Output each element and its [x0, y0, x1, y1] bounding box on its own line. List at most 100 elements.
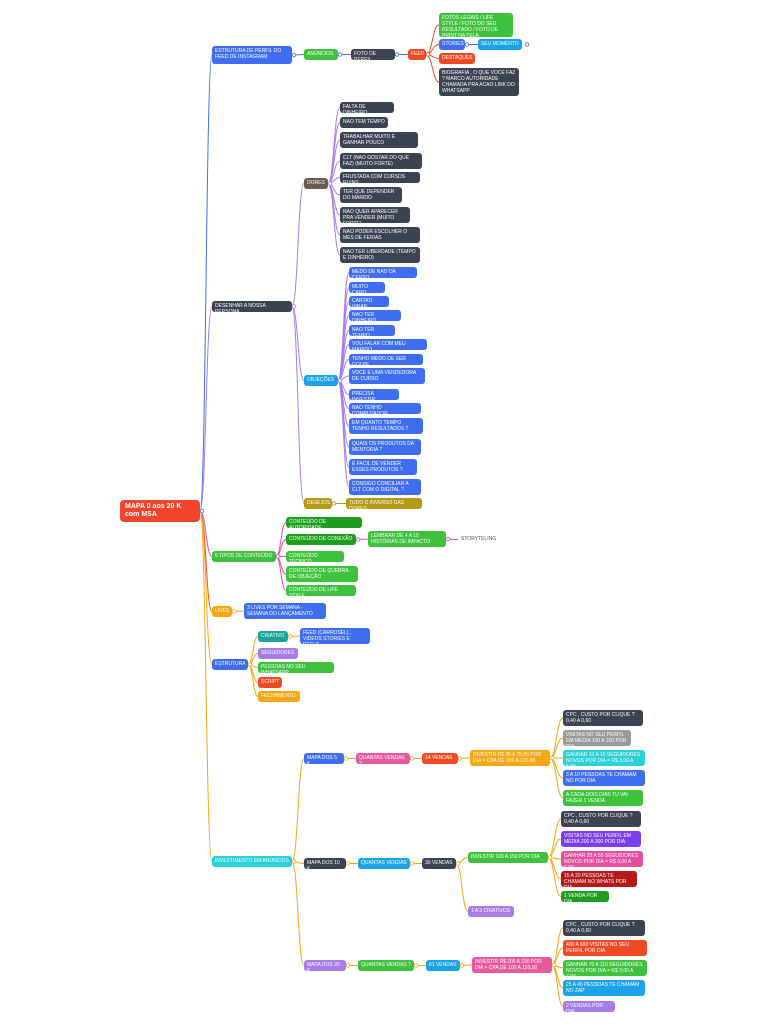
node-center[interactable]: MAPA 0 aos 20 K com MSA	[120, 500, 200, 522]
node-d5[interactable]: FRUSTADA COM CURSOS RUINS	[340, 172, 420, 183]
node-foto-perfil[interactable]: FOTO DE PERFIL	[351, 49, 395, 60]
node-tipos-conteudo[interactable]: 5 TIPOS DE CONTEÚDO	[212, 551, 276, 562]
node-qv1[interactable]: QUANTAS VENDAS ?	[356, 753, 410, 764]
node-o11[interactable]: EM QUANTO TEMPO TENHO RESULTADOS ?	[349, 418, 423, 434]
node-lives[interactable]: LIVES	[212, 606, 232, 617]
node-investimento[interactable]: INVESTIMENTO EM ANÚNCIOS	[212, 856, 292, 867]
expand-dot-qv2[interactable]	[409, 861, 415, 866]
expand-dot-seu-momento[interactable]	[524, 42, 530, 47]
node-m10d[interactable]: 15 A 20 PESSOAS TE CHAMAM NO WHATS POR D…	[561, 871, 637, 887]
node-m5a[interactable]: CPC , CUSTO POR CLIQUE ? 0,40 A 0,60	[563, 710, 643, 726]
node-o10[interactable]: NAO TENHO COMPUTADOR	[349, 403, 421, 414]
node-m20d[interactable]: 25 A 40 PESSOAS TE CHAMAM NO ZAP	[563, 980, 645, 996]
expand-dot-estrutura_perfil[interactable]	[291, 52, 297, 58]
node-mapa20[interactable]: MAPA DOS 20 K	[304, 960, 346, 971]
expand-dot-mapa5[interactable]	[343, 756, 349, 761]
expand-dot-dores[interactable]	[327, 181, 333, 186]
node-d8[interactable]: NAO PODER ESCOLHER O MES DE FERIAS	[340, 227, 420, 243]
node-lives-desc[interactable]: 3 LIVES POR SEMANA - SEMANA DO LANÇAMENT…	[244, 603, 326, 619]
node-o12[interactable]: QUAIS OS PRODUTOS DA MENTORIA ?	[349, 439, 421, 455]
node-dores[interactable]: DORES	[304, 178, 328, 189]
node-c1[interactable]: CONTEÚDO DE AUTORIDADE	[286, 517, 362, 528]
node-m10b[interactable]: VISITAS NO SEU PERFIL EM MEDIA 200 A 300…	[561, 831, 641, 847]
node-o4[interactable]: NAO TER DINHEIRO	[349, 310, 401, 321]
expand-dot-lembrar[interactable]	[445, 536, 451, 542]
node-c3[interactable]: CONTEÚDO TÉCNICO	[286, 551, 344, 562]
expand-dot-center[interactable]	[199, 508, 205, 514]
node-estrutura[interactable]: ESTRUTURA	[212, 659, 248, 670]
node-v30[interactable]: 30 VENDAS	[422, 858, 456, 869]
expand-dot-qv1[interactable]	[409, 756, 415, 761]
expand-dot-investimento[interactable]	[291, 859, 297, 864]
node-c4[interactable]: CONTEÚDO DE QUEBRA DE OBJEÇÃO	[286, 566, 358, 582]
node-script[interactable]: SCRIPT	[258, 677, 282, 688]
expand-dot-lives[interactable]	[231, 609, 237, 614]
node-m5d[interactable]: 3 A 10 PESSOAS TE CHAMAM NO POR DIA	[563, 770, 645, 786]
node-d9[interactable]: NAO TER LIBERDADE (TEMPO E DINHEIRO)	[340, 247, 420, 263]
node-m10a[interactable]: CPC , CUSTO POR CLIQUE ? 0,40 A 0,60	[561, 811, 641, 827]
node-qv2[interactable]: QUANTAS VENDAS	[358, 858, 410, 869]
node-o6[interactable]: VOU FALAR COM MEU MARIDO	[349, 339, 427, 350]
expand-dot-mapa10[interactable]	[345, 861, 351, 866]
expand-dot-v61[interactable]	[459, 963, 465, 968]
node-desejos[interactable]: DESEJOS	[304, 498, 332, 509]
node-mapa5[interactable]: MAPA DOS 5 K	[304, 753, 344, 764]
node-m20a[interactable]: CPC , CUSTO POR CLIQUE ? 0,40 A 0,60	[563, 920, 645, 936]
expand-dot-desenhar_persona[interactable]	[291, 304, 297, 309]
node-mapa10[interactable]: MAPA DOS 10 K	[304, 858, 346, 869]
node-o8[interactable]: VOCE E UMA VENDEDORA DE CURSO	[349, 368, 425, 384]
expand-dot-estrutura[interactable]	[247, 662, 253, 667]
node-desenhar-persona[interactable]: DESENHAR A NOSSA PERSONA	[212, 301, 292, 312]
expand-dot-feed[interactable]	[425, 52, 431, 57]
node-seguidores[interactable]: SEGUIDORES	[258, 648, 298, 659]
node-o3[interactable]: CARTAO VIRAR	[349, 296, 389, 307]
node-v14[interactable]: 14 VENDAS	[422, 753, 458, 764]
node-d2[interactable]: NAO TEM TEMPO	[340, 117, 388, 128]
node-c2[interactable]: CONTEÚDO DE CONEXÃO	[286, 534, 356, 545]
expand-dot-inv1[interactable]	[549, 755, 555, 761]
node-criativo-desc[interactable]: FEED (CARROSEL) , VIDEOS STORIES E REELS	[300, 628, 370, 644]
node-estrutura-perfil[interactable]: ESTRUTURA DE PERFIL DO FEED DE INSTAGRAM	[212, 46, 292, 64]
expand-dot-tipos_conteudo[interactable]	[275, 554, 281, 559]
node-pessoas-whats[interactable]: PESSOAS NO SEU WHATSAPP	[258, 662, 334, 673]
expand-dot-qv3[interactable]	[413, 963, 419, 968]
expand-dot-c2[interactable]	[355, 537, 361, 542]
node-v61[interactable]: 61 VENDAS	[426, 960, 460, 971]
expand-dot-v30[interactable]	[455, 861, 461, 866]
node-criativos[interactable]: 1 A 3 CRIATIVOS	[468, 906, 514, 917]
expand-dot-stories[interactable]	[464, 42, 470, 47]
node-objecoes[interactable]: OBJEÇÕES	[304, 375, 338, 386]
expand-dot-foto_perfil[interactable]	[394, 52, 400, 57]
node-storytelling[interactable]: STORYTELING	[461, 536, 497, 542]
expand-dot-inv2[interactable]	[547, 855, 553, 860]
expand-dot-desejos[interactable]	[331, 501, 337, 506]
node-o14[interactable]: CONSIGO CONCILIAR A CLT COM O DIGITAL ?	[349, 479, 421, 495]
node-o7[interactable]: TENHO MEDO DE SER GOLPE	[349, 354, 423, 365]
node-qv3[interactable]: QUANTAS VENDAS ?	[358, 960, 414, 971]
node-m5b[interactable]: VISITAS NO SEU PERFIL EM MEDIA 100 A 150…	[563, 730, 631, 746]
node-inv3[interactable]: INVESTIR R$ 200 A 230 POR DIA = CPA DE 1…	[472, 957, 552, 973]
node-m20b[interactable]: 400 A 600 VISITAS NO SEU PERFIL POR DIA	[563, 940, 647, 956]
node-feed[interactable]: FEED	[408, 49, 426, 60]
node-destaques[interactable]: DESTAQUES	[439, 53, 475, 64]
node-d6[interactable]: TER QUE DEPENDER DO MARIDO	[340, 187, 402, 203]
node-m20c[interactable]: GANHAR 70 A 110 SEGUIDORES NOVOS POR DIA…	[563, 960, 647, 976]
node-m5c[interactable]: GANHAR 10 A 15 SEGUIDORES NOVOS POR DIA …	[563, 750, 645, 766]
expand-dot-inv3[interactable]	[551, 962, 557, 968]
node-d4[interactable]: CLT (NAO GOSTAR DO QUE FAZ) (MUITO FORTE…	[340, 153, 422, 169]
expand-dot-anuncios[interactable]	[337, 52, 343, 57]
node-inv1[interactable]: INVESTIR R$ 35 A 75,00 POR DIA = CPA DE …	[470, 750, 550, 766]
expand-dot-criativo[interactable]	[287, 634, 293, 639]
expand-dot-v14[interactable]	[457, 756, 463, 761]
node-o5[interactable]: NAO TER TEMPO	[349, 325, 395, 336]
node-m20e[interactable]: 2 VENDAS POR DIA	[563, 1001, 615, 1012]
node-inv2[interactable]: INVESTIR 100 A 150 POR DIA	[468, 852, 548, 863]
node-o1[interactable]: MEDO DE NAO DA CERTO	[349, 267, 417, 278]
expand-dot-mapa20[interactable]	[345, 963, 351, 968]
node-m5e[interactable]: A CADA DOIS DIAS TU VAI FAZER 1 VENDA	[563, 790, 643, 806]
node-seu-momento[interactable]: SEU MOMENTO	[478, 39, 522, 50]
node-o9[interactable]: PRECISA INVESTIR	[349, 389, 399, 400]
node-c5[interactable]: CONTEÚDO DE LIFE STYLE	[286, 585, 356, 596]
node-fechamento[interactable]: FECHAMENTO	[258, 691, 300, 702]
node-m10e[interactable]: 1 VENDA POR DIA	[561, 891, 609, 902]
